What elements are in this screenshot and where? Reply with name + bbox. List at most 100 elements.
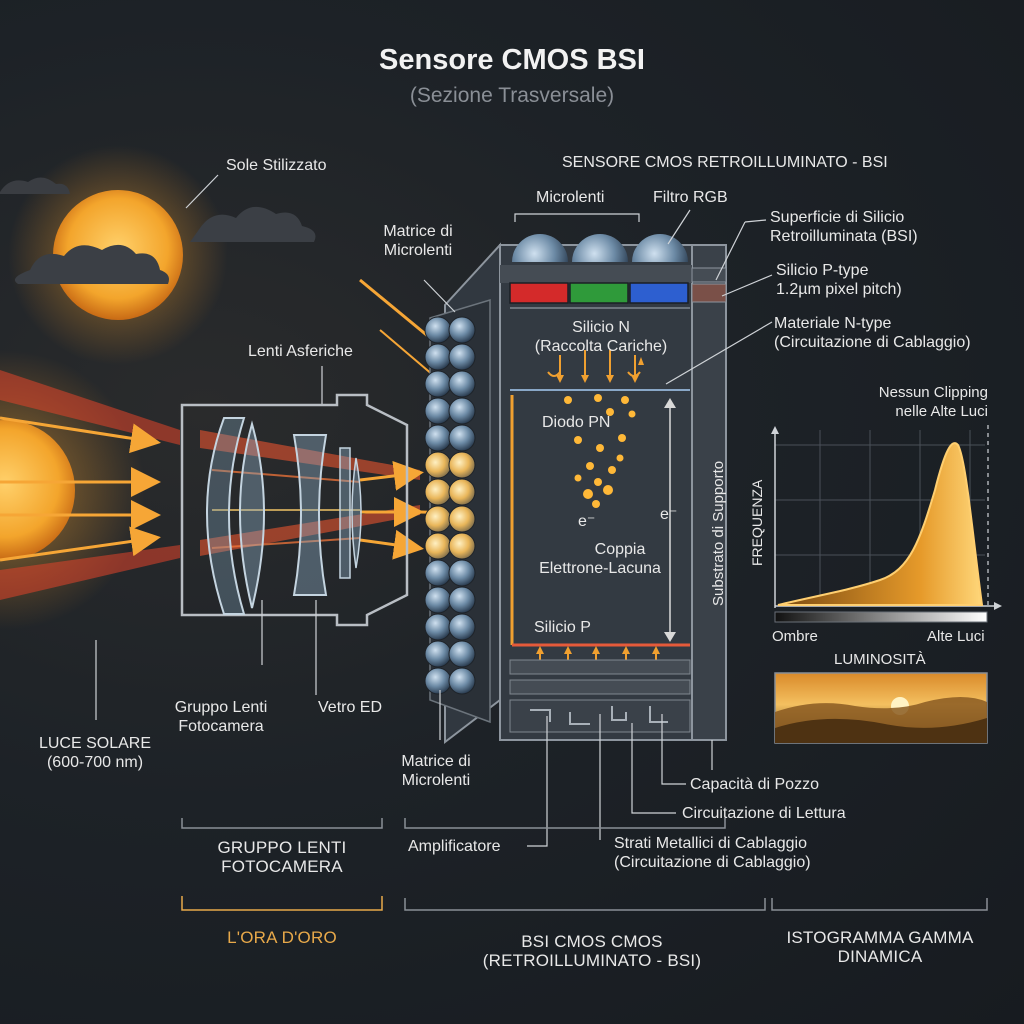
label-readout-circuit: Circuitazione di Lettura	[682, 805, 846, 822]
microlens-bead	[448, 559, 476, 587]
diagram-title: Sensore CMOS BSI	[379, 44, 645, 76]
microlens-bead	[448, 370, 476, 398]
label-no-clipping-line2: nelle Alte Luci	[895, 403, 988, 420]
microlens-bead	[448, 505, 476, 533]
label-electron-2: e⁻	[660, 506, 678, 523]
label-metal-layers-line2: (Circuitazione di Cablaggio)	[614, 854, 811, 871]
microlens-bead	[424, 424, 452, 452]
histogram-x-label: LUMINOSITÀ	[834, 651, 926, 668]
microlens-bead	[424, 667, 452, 695]
section-lens-group-line2: FOTOCAMERA	[221, 857, 343, 876]
label-lens-group: Gruppo Lenti Fotocamera	[170, 698, 272, 736]
microlens-bead	[424, 532, 452, 560]
microlens-bead	[424, 505, 452, 533]
label-silicon-n-line2: (Raccolta Cariche)	[534, 338, 668, 355]
section-bsi-cmos-line1: BSI CMOS CMOS	[521, 932, 663, 951]
section-golden-hour: L'ORA D'ORO	[227, 928, 337, 947]
label-microlens-matrix-top-line1: Matrice di	[383, 223, 453, 240]
label-aspheric-lenses: Lenti Asferiche	[248, 343, 353, 360]
label-ntype: Materiale N-type (Circuitazione di Cabla…	[774, 314, 971, 352]
label-microlens-matrix-top: Matrice di Microlenti	[372, 222, 464, 260]
histogram-left-tick: Ombre	[772, 628, 818, 645]
microlens-matrix	[424, 242, 501, 745]
label-well-capacity: Capacità di Pozzo	[690, 776, 819, 793]
label-amplifier: Amplificatore	[408, 838, 501, 855]
label-microlens-matrix-top-line2: Microlenti	[383, 242, 453, 259]
label-metal-layers: Strati Metallici di Cablaggio (Circuitaz…	[614, 834, 811, 872]
label-pn-diode: Diodo PN	[542, 414, 611, 431]
microlens-bead	[424, 613, 452, 641]
label-electron-hole-pair-line1: Coppia	[594, 541, 646, 558]
label-silicon-n-line1: Silicio N	[572, 319, 630, 336]
diagram-subtitle: (Sezione Trasversale)	[409, 84, 615, 107]
label-sunlight-line2: (600-700 nm)	[46, 754, 144, 771]
microlens-bead	[448, 613, 476, 641]
leader-lines	[95, 174, 773, 847]
label-electron-1: e⁻	[578, 513, 596, 530]
label-ptype-line1: Silicio P-type	[776, 262, 869, 279]
label-sunlight-line1: LUCE SOLARE	[38, 735, 152, 752]
section-lens-group: GRUPPO LENTI FOTOCAMERA	[182, 838, 382, 876]
microlens-bead	[424, 397, 452, 425]
sensor-body	[499, 234, 727, 741]
label-microlenses: Microlenti	[536, 189, 605, 206]
label-bsi-surface-line1: Superficie di Silicio	[770, 209, 905, 226]
microlens-bead	[424, 343, 452, 371]
histogram-right-tick: Alte Luci	[927, 628, 985, 645]
charge-particles	[564, 394, 636, 508]
label-rgb-filter: Filtro RGB	[653, 189, 728, 206]
microlens-bead	[424, 586, 452, 614]
label-stylized-sun: Sole Stilizzato	[226, 157, 327, 174]
label-electron-hole-pair-line2: Elettrone-Lacuna	[539, 560, 661, 577]
label-no-clipping-line1: Nessun Clipping	[878, 384, 988, 401]
label-support-substrate: Substrato di Supporto	[710, 460, 727, 606]
label-lens-group-line2: Fotocamera	[178, 718, 264, 735]
microlens-bead	[448, 397, 476, 425]
section-brackets	[181, 818, 988, 911]
stylized-sun	[0, 145, 316, 365]
microlens-bead	[448, 640, 476, 668]
label-ptype-line2: 1.2µm pixel pitch)	[776, 281, 902, 298]
label-lens-group-line1: Gruppo Lenti	[174, 699, 268, 716]
label-silicon-p: Silicio P	[534, 619, 591, 636]
label-electron-hole-pair: Coppia Elettrone-Lacuna	[530, 540, 670, 578]
microlens-bead	[424, 370, 452, 398]
label-ntype-line2: (Circuitazione di Cablaggio)	[774, 334, 971, 351]
label-microlens-matrix-bottom: Matrice di Microlenti	[390, 752, 482, 790]
microlens-bead	[448, 451, 476, 479]
label-no-clipping: Nessun Clipping nelle Alte Luci	[879, 383, 988, 421]
label-silicon-n: Silicio N (Raccolta Cariche)	[516, 318, 686, 356]
microlens-bead	[448, 424, 476, 452]
microlens-bead	[448, 586, 476, 614]
label-bsi-surface-line2: Retroilluminata (BSI)	[770, 228, 918, 245]
microlens-bead	[448, 343, 476, 371]
microlens-bead	[424, 451, 452, 479]
label-sunlight: LUCE SOLARE (600-700 nm)	[28, 734, 162, 772]
section-histogram-line1: ISTOGRAMMA GAMMA	[786, 928, 974, 947]
microlens-bead	[424, 640, 452, 668]
microlens-bead	[448, 316, 476, 344]
microlens-bead	[424, 316, 452, 344]
label-microlens-matrix-bottom-line1: Matrice di	[401, 753, 471, 770]
section-bsi-cmos: BSI CMOS CMOS (RETROILLUMINATO - BSI)	[452, 932, 732, 970]
section-histogram-line2: DINAMICA	[837, 947, 923, 966]
microlens-bead	[448, 667, 476, 695]
microlens-bead	[424, 478, 452, 506]
label-metal-layers-line1: Strati Metallici di Cablaggio	[614, 835, 807, 852]
light-rays	[0, 278, 595, 600]
label-ntype-line1: Materiale N-type	[774, 315, 892, 332]
microlens-bead	[448, 532, 476, 560]
label-ptype: Silicio P-type 1.2µm pixel pitch)	[776, 261, 902, 299]
section-lens-group-line1: GRUPPO LENTI	[217, 838, 347, 857]
label-bsi-surface: Superficie di Silicio Retroilluminata (B…	[770, 208, 918, 246]
camera-lens-group	[180, 393, 409, 627]
microlens-bead	[424, 559, 452, 587]
section-bsi-cmos-line2: (RETROILLUMINATO - BSI)	[482, 951, 702, 970]
label-microlens-matrix-bottom-line2: Microlenti	[401, 772, 471, 789]
histogram-y-label: FREQUENZA	[749, 479, 765, 566]
microlens-bead	[448, 478, 476, 506]
label-ed-glass: Vetro ED	[318, 699, 383, 716]
dynamic-range-histogram	[771, 425, 1002, 744]
